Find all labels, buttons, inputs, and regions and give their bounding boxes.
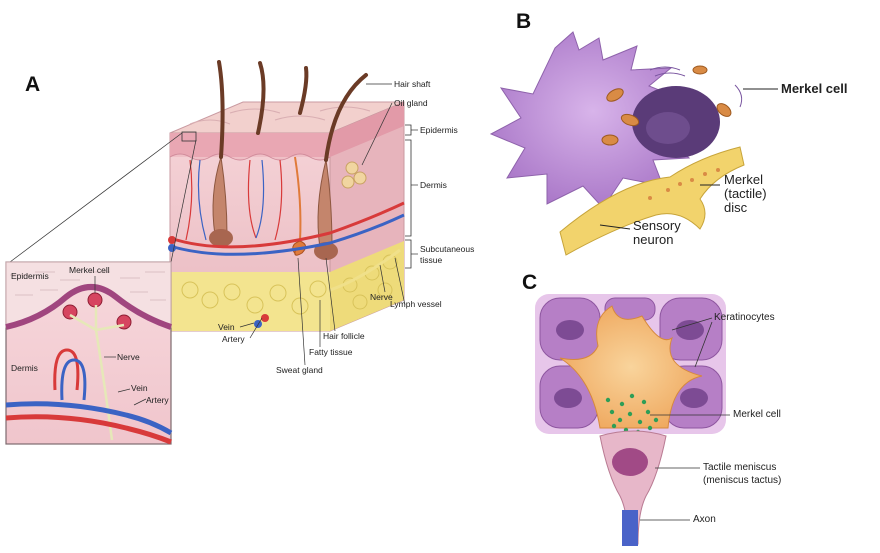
panel-b-label-merkel-cell: Merkel cell	[781, 81, 848, 96]
label-artery: Artery	[222, 334, 245, 344]
label-subcutaneous-line1: Subcutaneous	[420, 244, 474, 254]
label-dermis: Dermis	[420, 180, 447, 190]
label-oil-gland: Oil gland	[394, 98, 428, 108]
panel-c-label-axon: Axon	[693, 514, 716, 526]
panel-c-label-meniscus-line2: (meniscus tactus)	[703, 475, 781, 487]
label-subcutaneous-line2: tissue	[420, 255, 442, 265]
inset-label-artery: Artery	[146, 395, 169, 405]
label-lymph-vessel: Lymph vessel	[390, 299, 442, 309]
panel-a-letter: A	[25, 73, 40, 97]
panel-a-inset	[6, 262, 171, 444]
label-vein: Vein	[218, 322, 235, 332]
panel-c-label-merkel-cell: Merkel cell	[733, 409, 781, 421]
panel-c-label-keratinocytes: Keratinocytes	[714, 312, 775, 324]
label-hair-follicle: Hair follicle	[323, 331, 365, 341]
panel-b-label-disc-line1: Merkel	[724, 172, 763, 187]
inset-label-nerve: Nerve	[117, 352, 140, 362]
inset-label-epidermis: Epidermis	[11, 271, 49, 281]
panel-b-label-sensory-line2: neuron	[633, 232, 673, 247]
panel-c-label-meniscus-line1: Tactile meniscus	[703, 462, 776, 474]
inset-label-merkel-cell: Merkel cell	[69, 265, 110, 275]
inset-label-vein: Vein	[131, 383, 148, 393]
panel-b-label-disc-line2: (tactile)	[724, 186, 767, 201]
label-sweat-gland: Sweat gland	[276, 365, 323, 375]
inset-label-dermis: Dermis	[11, 363, 38, 373]
panel-c-letter: C	[522, 271, 537, 295]
panel-b-label-disc-line3: disc	[724, 200, 747, 215]
label-epidermis: Epidermis	[420, 125, 458, 135]
label-fatty-tissue: Fatty tissue	[309, 347, 352, 357]
panel-c-merkel-cell	[535, 294, 730, 546]
panel-b-label-sensory-line1: Sensory	[633, 218, 681, 233]
label-hair-shaft: Hair shaft	[394, 79, 430, 89]
panel-b-letter: B	[516, 10, 531, 34]
